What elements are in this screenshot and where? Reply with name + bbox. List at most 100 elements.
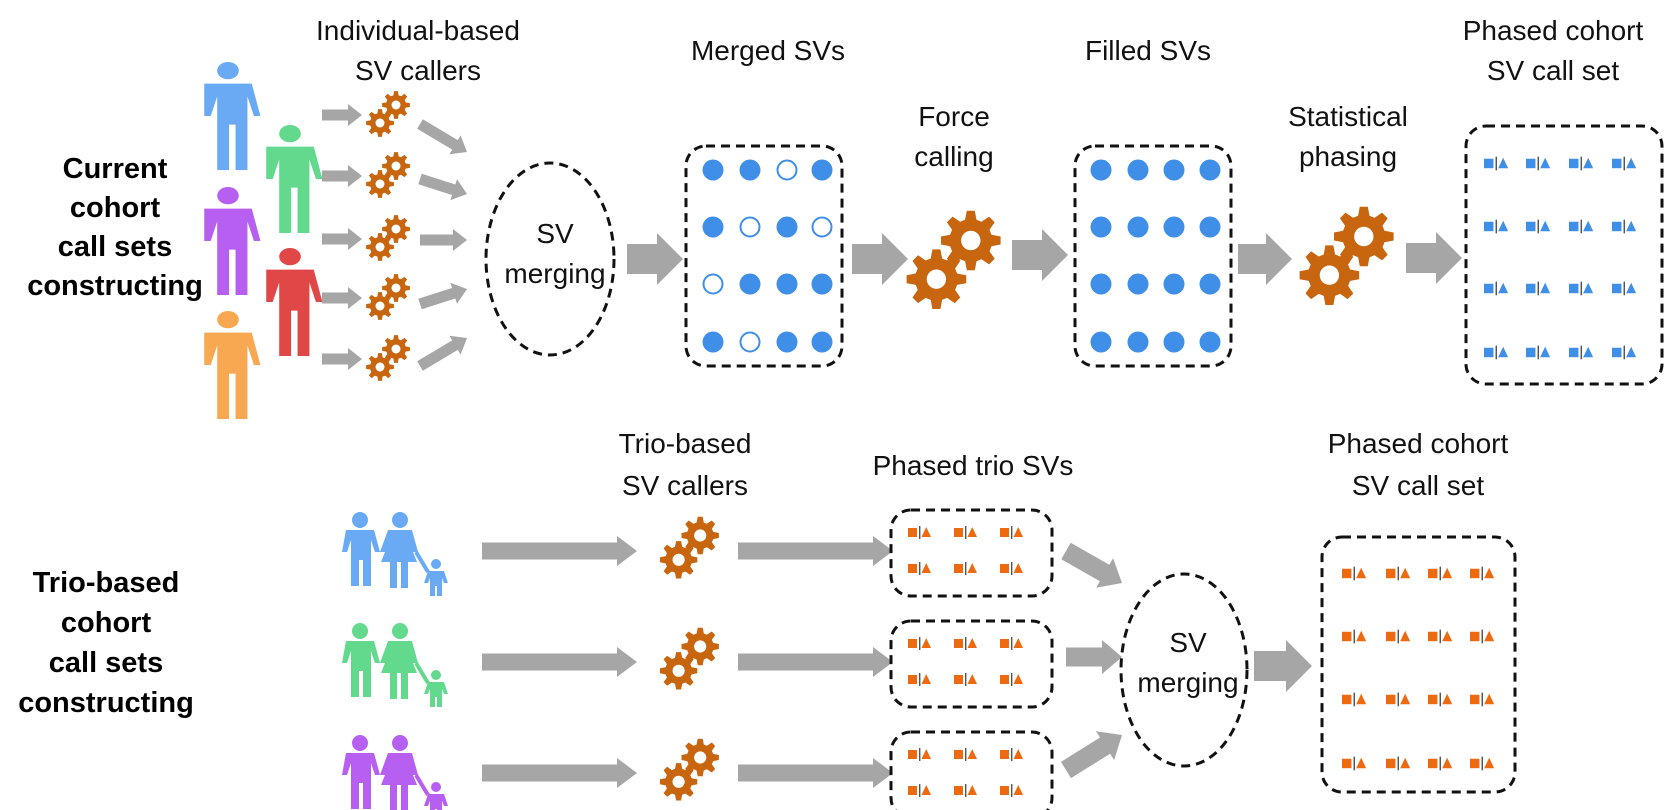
square-triangle-icon [1000, 673, 1023, 686]
phase-bar [1353, 629, 1356, 644]
phase-bar [1353, 692, 1356, 707]
sv-square [1526, 221, 1536, 232]
phase-bar [1439, 756, 1442, 771]
sv-triangle [1356, 693, 1367, 705]
person-body [266, 269, 323, 356]
stage-label-filled: Filled SVs [1085, 35, 1211, 66]
phase-bar [1011, 637, 1013, 650]
phase-bar [1397, 629, 1400, 644]
sv-square [954, 639, 963, 648]
phase-bar [1011, 784, 1013, 797]
father-body [342, 753, 380, 809]
phase-bar [1495, 156, 1498, 171]
sv-triangle [967, 785, 977, 795]
child-body [424, 794, 448, 810]
square-triangle-icon [908, 784, 931, 797]
person-head [217, 187, 239, 205]
sv-square [1612, 347, 1622, 358]
gear-icon [1334, 206, 1394, 267]
phase-bar [1353, 756, 1356, 771]
sv-triangle [1583, 346, 1594, 358]
phase-bar [1481, 566, 1484, 581]
sv-square [1526, 283, 1536, 294]
sv-square [1000, 528, 1009, 537]
sv-square [1000, 750, 1009, 759]
gear-icon [659, 652, 698, 690]
arrow-icon [738, 647, 893, 677]
square-triangle-icon [1470, 692, 1495, 707]
sv-square [1428, 758, 1438, 769]
mother-head [392, 735, 408, 751]
sv-square [1484, 347, 1494, 358]
stage-label-trio-callers-line: Trio-based [619, 428, 752, 459]
holding-hand [414, 550, 430, 574]
filled-circle-icon [1127, 331, 1149, 353]
sv-triangle [967, 527, 977, 537]
square-triangle-icon [1428, 692, 1453, 707]
phase-bar [1397, 566, 1400, 581]
square-triangle-icon [1612, 219, 1637, 234]
square-triangle-icon [1526, 219, 1551, 234]
arrow-icon [1012, 229, 1068, 281]
sv-square [1470, 694, 1480, 705]
phase-bar [919, 748, 921, 761]
stage-label-phased-bottom-line: Phased cohort [1328, 428, 1509, 459]
sv-triangle [1498, 282, 1509, 294]
gear-icon [659, 541, 698, 579]
filled-circle-icon [1199, 331, 1221, 353]
person-icon [204, 311, 261, 419]
arrow-icon [1406, 232, 1462, 284]
filled-circle-icon [1090, 273, 1112, 295]
person-head [217, 62, 239, 80]
sv-triangle [921, 674, 931, 684]
arrow-icon [322, 228, 362, 250]
sv-triangle [1626, 157, 1637, 169]
gear-icon [681, 738, 719, 777]
stage-label-phased-bottom-line: SV call set [1352, 470, 1484, 501]
sv-square [954, 750, 963, 759]
square-triangle-icon [908, 637, 931, 650]
gear-icon [382, 274, 410, 302]
phase-bar [919, 526, 921, 539]
gear-icon [659, 763, 698, 801]
phase-bar [1537, 219, 1540, 234]
filled-circle-icon [776, 216, 798, 238]
phase-bar [1495, 345, 1498, 360]
filled-circle-icon [1090, 216, 1112, 238]
sv-square [1000, 564, 1009, 573]
phase-bar [1481, 692, 1484, 707]
arrow-icon [417, 119, 467, 155]
side-label-current-line: Current [63, 153, 168, 185]
stage-label-phasing-line: Statistical [1288, 101, 1408, 132]
square-triangle-icon [1386, 629, 1411, 644]
phase-bar [1623, 281, 1626, 296]
holding-hand [414, 661, 430, 685]
arrow-icon [852, 233, 908, 285]
trio-box-1 [889, 508, 1054, 598]
phase-bar [1537, 281, 1540, 296]
phase-bar [1580, 281, 1583, 296]
sv-triangle [1583, 220, 1594, 232]
filled-circle-icon [702, 216, 724, 238]
square-triangle-icon [954, 748, 977, 761]
gear-icon [366, 233, 394, 261]
filled-circle-icon [776, 273, 798, 295]
arrow-icon [322, 165, 362, 187]
arrow-icon [738, 758, 893, 788]
square-triangle-icon [1386, 756, 1411, 771]
sv-square [1000, 675, 1009, 684]
sv-triangle [1013, 638, 1023, 648]
sv-triangle [967, 674, 977, 684]
sv-triangle [1400, 693, 1411, 705]
sv-triangle [967, 563, 977, 573]
arrow-icon [482, 536, 637, 566]
square-triangle-icon [1342, 692, 1367, 707]
person-body [204, 332, 261, 419]
filled-circle-icon [1163, 216, 1185, 238]
gear-icon [366, 353, 394, 381]
square-triangle-icon [1569, 156, 1594, 171]
sv-triangle [1013, 563, 1023, 573]
